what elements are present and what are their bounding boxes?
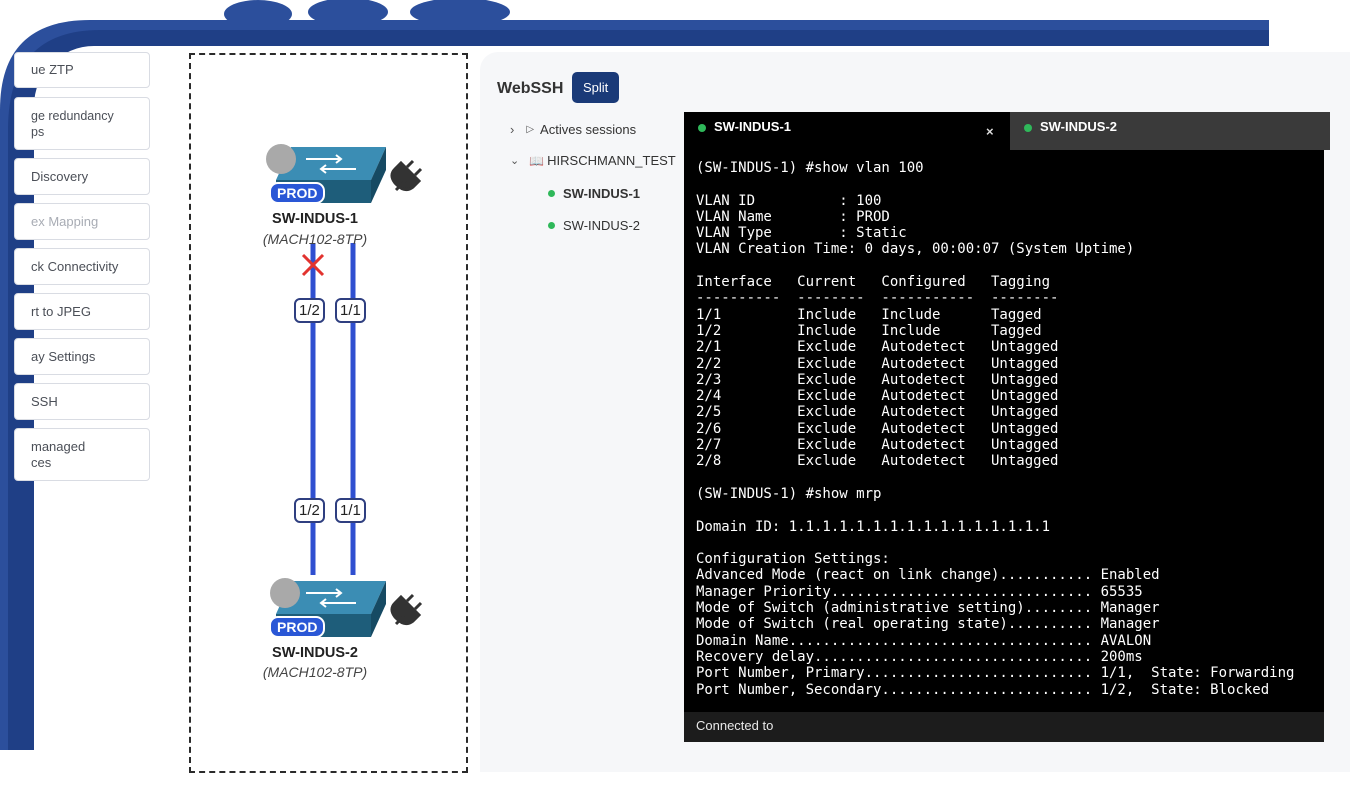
terminal-line (696, 502, 1336, 518)
terminal-tab-2[interactable]: SW-INDUS-2 (1010, 112, 1330, 150)
terminal-line: VLAN ID : 100 (696, 192, 882, 209)
terminal-line: Manager Priority........................… (696, 583, 1143, 600)
terminal-tabbar: SW-INDUS-1 × SW-INDUS-2 (684, 112, 1330, 150)
terminal-line: 1/2 Include Include Tagged (696, 322, 1042, 339)
terminal-line: ---------- -------- ----------- -------- (696, 290, 1059, 307)
folder-icon: 📖 (529, 153, 545, 168)
menu-item-label: managed ces (31, 438, 86, 470)
terminal-status-bar: Connected to (684, 712, 1324, 742)
terminal-line: 1/1 Include Include Tagged (696, 306, 1042, 323)
tree-item-host-2[interactable]: SW-INDUS-2 (548, 218, 640, 233)
menu-item-managed-devices[interactable]: managed ces (14, 428, 150, 481)
terminal-line: 2/1 Exclude Autodetect Untagged (696, 339, 1059, 356)
plug-icon-1 (390, 159, 423, 192)
terminal-line: 2/3 Exclude Autodetect Untagged (696, 371, 1059, 388)
terminal-line: Advanced Mode (react on link change)....… (696, 567, 1160, 584)
tree-label: HIRSCHMANN_TEST (547, 153, 676, 168)
status-dot-icon (698, 124, 706, 132)
tree-item-sessions[interactable]: › ▷ Actives sessions (510, 122, 636, 137)
tree-label: SW-INDUS-2 (563, 218, 641, 233)
terminal-line: VLAN Name : PROD (696, 208, 890, 225)
split-button[interactable]: Split (572, 72, 620, 103)
chevron-right-icon: › (510, 122, 515, 137)
menu-item-label: Discovery (31, 168, 89, 184)
menu-item-label: ge redundancy ps (31, 108, 114, 139)
menu-item-label: SSH (31, 393, 58, 409)
terminal-line (696, 258, 1336, 274)
switch-name-2: SW-INDUS-2 (272, 645, 358, 661)
prod-badge-2: PROD (269, 616, 326, 638)
switch-name-1: SW-INDUS-1 (272, 211, 358, 227)
terminal-tab-1[interactable]: SW-INDUS-1 × (684, 112, 1010, 150)
menu-item-label: ck Connectivity (31, 258, 119, 274)
status-dot-icon (548, 222, 555, 229)
status-dot-icon (1024, 124, 1032, 132)
plug-icon-2 (390, 593, 423, 626)
terminal-line: Domain ID: 1.1.1.1.1.1.1.1.1.1.1.1.1.1.1… (696, 518, 1051, 535)
menu-item-label: ue ZTP (31, 62, 74, 77)
menu-item-discovery[interactable]: Discovery (14, 158, 150, 195)
tab-label: SW-INDUS-2 (1040, 119, 1118, 134)
terminal-line: (SW-INDUS-1) #show mrp (696, 485, 882, 502)
terminal-line: Mode of Switch (real operating state)...… (696, 616, 1160, 633)
terminal-line (696, 176, 1336, 192)
screen: ue ZTP ge redundancy ps Discovery ex Map… (14, 46, 1350, 786)
terminal-window[interactable]: SW-INDUS-1 × SW-INDUS-2 (SW-INDUS-1) #sh… (684, 112, 1330, 742)
menu-item-connectivity[interactable]: ck Connectivity (14, 248, 150, 285)
menu-item-label: ex Mapping (31, 213, 99, 229)
webssh-title: WebSSH (497, 80, 564, 97)
prod-badge-1: PROD (269, 182, 326, 204)
tree-item-group[interactable]: ⌄ 📖 HIRSCHMANN_TEST (510, 153, 676, 168)
close-icon[interactable]: × (986, 124, 994, 139)
menu-item-redundancy[interactable]: ge redundancy ps (14, 97, 150, 150)
terminal-line: Port Number, Primary....................… (696, 665, 1295, 682)
tab-label: SW-INDUS-1 (714, 119, 792, 134)
port-label-top-right: 1/1 (335, 298, 366, 323)
port-label-bottom-left: 1/2 (294, 498, 325, 523)
terminal-line: 2/2 Exclude Autodetect Untagged (696, 355, 1059, 372)
menu-item-mapping[interactable]: ex Mapping (14, 203, 150, 240)
terminal-line: Interface Current Configured Tagging (696, 274, 1051, 291)
terminal-line: 2/5 Exclude Autodetect Untagged (696, 404, 1059, 421)
terminal-line: 2/8 Exclude Autodetect Untagged (696, 453, 1059, 470)
terminal-line: VLAN Type : Static (696, 225, 907, 242)
terminal-line (696, 535, 1336, 551)
switch-model-2: (MACH102-8TP) (262, 664, 368, 680)
status-dot-icon (548, 190, 555, 197)
port-label-bottom-right: 1/1 (335, 498, 366, 523)
terminal-output[interactable]: (SW-INDUS-1) #show vlan 100 VLAN ID : 10… (696, 160, 1336, 698)
menu-item-settings[interactable]: ay Settings (14, 338, 150, 375)
menu-item-webssh[interactable]: SSH (14, 383, 150, 420)
menu-item-export-jpeg[interactable]: rt to JPEG (14, 293, 150, 330)
terminal-line: Mode of Switch (administrative setting).… (696, 600, 1160, 617)
terminal-line: 2/7 Exclude Autodetect Untagged (696, 437, 1059, 454)
tree-item-host-1[interactable]: SW-INDUS-1 (548, 186, 640, 201)
terminal-line: (SW-INDUS-1) #show vlan 100 (696, 160, 924, 176)
caret-right-icon: ▷ (526, 124, 535, 135)
chevron-down-icon: ⌄ (510, 155, 520, 167)
tree-label: Actives sessions (540, 122, 637, 137)
terminal-line: 2/4 Exclude Autodetect Untagged (696, 388, 1059, 405)
topology-canvas[interactable]: PROD SW-INDUS-1 (MACH102-8TP) PROD SW-IN… (189, 53, 468, 773)
port-label-top-left: 1/2 (294, 298, 325, 323)
switch-model-1: (MACH102-8TP) (262, 231, 368, 247)
terminal-line: 2/6 Exclude Autodetect Untagged (696, 420, 1059, 437)
tree-label: SW-INDUS-1 (563, 186, 641, 201)
terminal-line: VLAN Creation Time: 0 days, 00:00:07 (Sy… (696, 241, 1135, 258)
terminal-line: Port Number, Secondary..................… (696, 681, 1270, 698)
terminal-line: Configuration Settings: (696, 551, 890, 568)
menu-item-label: rt to JPEG (31, 303, 91, 319)
terminal-line: Recovery delay..........................… (696, 648, 1143, 665)
app-frame: ue ZTP ge redundancy ps Discovery ex Map… (0, 0, 1330, 773)
terminal-line: Domain Name.............................… (696, 632, 1152, 649)
menu-item-label: ay Settings (31, 348, 96, 364)
blocked-port-icon (301, 253, 325, 277)
terminal-line (696, 470, 1336, 486)
menu-item-ztp[interactable]: ue ZTP (14, 52, 150, 88)
